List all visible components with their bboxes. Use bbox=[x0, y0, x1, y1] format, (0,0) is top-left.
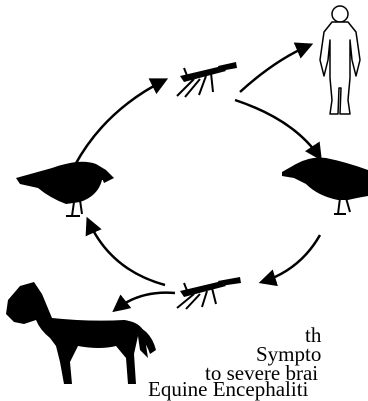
arrow-mosquito-to-horse bbox=[115, 293, 175, 310]
human-icon bbox=[320, 6, 360, 114]
mosquito-icon bbox=[177, 277, 241, 309]
caption-line: Equine Encephaliti bbox=[148, 379, 308, 400]
bird-icon bbox=[282, 158, 368, 214]
arrow-bird-left-to-mosquito bbox=[75, 80, 165, 165]
arrow-mosquito-to-bird-left bbox=[88, 220, 165, 285]
arrow-mosquito-to-human bbox=[240, 45, 310, 92]
arrow-bird-right-to-mosquito bbox=[262, 235, 320, 282]
bird-icon bbox=[16, 162, 114, 216]
horse-icon bbox=[6, 282, 156, 384]
arrow-mosquito-to-bird-right bbox=[235, 100, 320, 158]
mosquito-icon bbox=[177, 62, 237, 97]
